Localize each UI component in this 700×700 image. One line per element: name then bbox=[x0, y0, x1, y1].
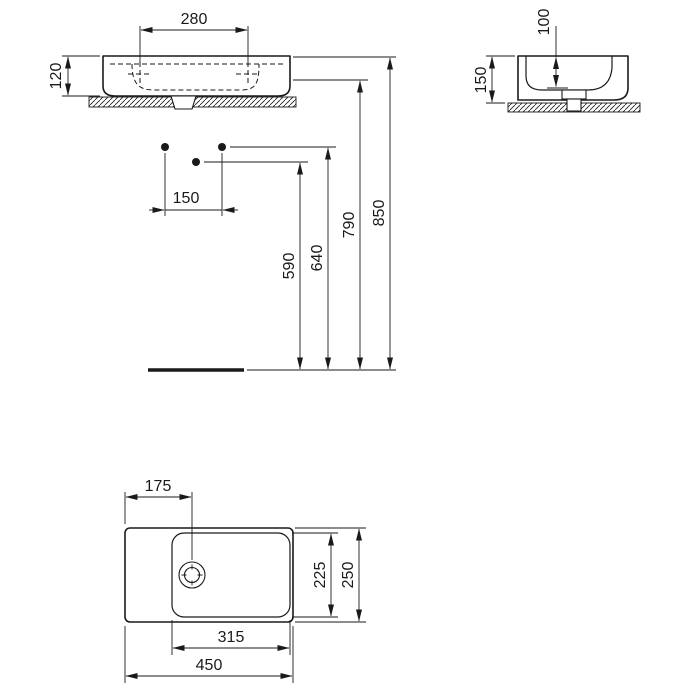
basin-plan-outline bbox=[124, 527, 294, 623]
drain-side-lower bbox=[566, 98, 582, 112]
dim-side-height-label: 150 bbox=[473, 67, 490, 94]
dim-fixing-height-label: 640 bbox=[309, 245, 326, 272]
dim-basin-height-label: 120 bbox=[48, 63, 65, 90]
bowl-hidden-outline bbox=[131, 63, 260, 91]
dim-tap-hole-spacing-label: 280 bbox=[181, 11, 208, 28]
drain-trap-front bbox=[170, 95, 197, 110]
dim-plan-bowl-width-label: 315 bbox=[218, 629, 245, 646]
fixing-hole bbox=[218, 143, 226, 151]
dim-rim-height-label: 850 bbox=[371, 200, 388, 227]
dim-fixing-spacing-label: 150 bbox=[173, 190, 200, 207]
dim-plan-total-depth-label: 250 bbox=[340, 562, 357, 589]
dim-outlet-height-label: 590 bbox=[281, 253, 298, 280]
basin-side-outline bbox=[517, 55, 629, 101]
dim-bowl-depth-label: 100 bbox=[536, 9, 553, 36]
drain-symbol bbox=[178, 561, 206, 589]
tap-hole-mark-left bbox=[128, 62, 152, 86]
dim-underside-height-label: 790 bbox=[341, 212, 358, 239]
dim-plan-total-width-label: 450 bbox=[196, 657, 223, 674]
fixing-hole bbox=[161, 143, 169, 151]
dim-plan-bowl-depth-label: 225 bbox=[312, 562, 329, 589]
plan-view: 175 225 250 315 450 bbox=[124, 478, 366, 683]
side-view: 100 150 bbox=[473, 9, 641, 113]
bowl-plan-outline bbox=[171, 532, 291, 618]
bowl-section-profile bbox=[525, 56, 613, 91]
side-view-dimensions: 100 150 bbox=[473, 9, 568, 104]
dim-outlet-offset-label: 175 bbox=[145, 478, 172, 495]
outlet-hole bbox=[192, 158, 200, 166]
front-view-dimensions: 280 120 150 590 640 790 850 bbox=[48, 11, 396, 371]
plan-view-dimensions: 175 225 250 315 450 bbox=[124, 478, 366, 683]
front-view bbox=[88, 55, 297, 372]
drain-side-upper bbox=[561, 89, 587, 100]
tap-hole-mark-right bbox=[236, 62, 260, 86]
basin-front-outline bbox=[102, 55, 291, 97]
